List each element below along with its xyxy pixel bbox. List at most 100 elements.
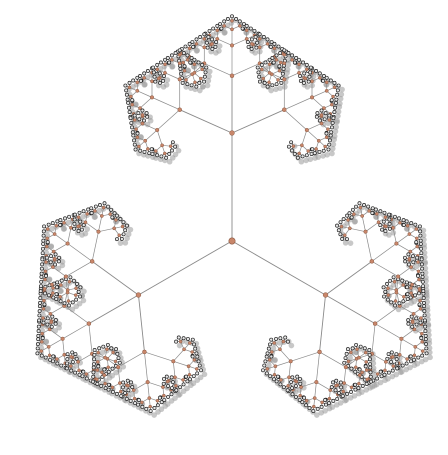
branch-node	[44, 260, 48, 264]
leaf-node	[106, 204, 110, 209]
branch-node	[329, 102, 334, 107]
leaf-node	[190, 337, 195, 342]
tree-edge	[88, 294, 139, 325]
leaf-node	[362, 346, 367, 351]
tree-edge	[144, 351, 148, 383]
leaf-node	[50, 314, 55, 319]
leaf-node	[185, 82, 190, 87]
leaf-node	[155, 153, 160, 158]
leaf-node	[58, 299, 63, 304]
leaf-node	[106, 387, 111, 392]
leaf-node	[337, 391, 341, 395]
branch-node	[346, 218, 350, 222]
branch-node	[277, 68, 282, 73]
leaf-node	[38, 284, 43, 289]
leaf-node	[419, 257, 424, 262]
leaf-node	[409, 314, 414, 319]
branch-node	[331, 94, 335, 99]
branch-node	[297, 70, 301, 75]
leaf-node	[191, 374, 196, 379]
leaf-shadow	[57, 288, 64, 295]
branch-node	[117, 233, 121, 237]
leaf-node	[161, 78, 166, 83]
leaf-node	[138, 148, 143, 153]
tree-edge	[52, 266, 67, 277]
leaf-node	[420, 353, 425, 358]
tree-edge	[164, 72, 180, 80]
leaf-node	[350, 207, 355, 212]
leaf-shadow	[329, 145, 336, 152]
leaf-node	[266, 346, 271, 351]
leaf-node	[254, 45, 259, 50]
branch-node	[192, 70, 197, 75]
branch-node	[193, 80, 197, 85]
leaf-node	[308, 70, 313, 75]
leaf-node	[49, 324, 54, 329]
leaf-node	[68, 275, 73, 280]
branch-node	[76, 224, 80, 229]
branch-node	[324, 88, 329, 93]
leaf-node	[195, 371, 200, 376]
leaf-node	[140, 108, 145, 113]
leaf-node	[335, 88, 340, 93]
leaf-node	[35, 342, 40, 347]
leaf-node	[283, 335, 288, 340]
leaf-shadow	[333, 124, 339, 130]
leaf-node	[406, 252, 411, 257]
leaf-node	[136, 398, 141, 402]
leaf-node	[331, 380, 335, 385]
branch-node	[327, 118, 332, 122]
branch-node	[229, 43, 235, 48]
leaf-node	[45, 240, 50, 245]
leaf-node	[270, 56, 275, 60]
branch-node	[192, 62, 197, 67]
branch-node	[146, 147, 150, 151]
leaf-node	[404, 219, 409, 224]
leaf-node	[416, 355, 421, 360]
leaf-node	[422, 309, 427, 314]
branch-node	[63, 274, 68, 279]
branch-node	[394, 290, 399, 295]
leaf-shadow	[158, 406, 165, 413]
branch-node	[181, 60, 186, 65]
branch-node	[409, 286, 413, 290]
leaf-node	[130, 125, 134, 130]
leaf-node	[333, 100, 338, 105]
tree-edge	[64, 305, 90, 324]
leaf-node	[54, 285, 59, 290]
leaf-node	[169, 375, 174, 380]
leaf-node	[124, 88, 129, 93]
leaf-node	[390, 368, 395, 373]
leaf-node	[349, 366, 354, 371]
leaf-node	[317, 149, 322, 154]
leaf-node	[126, 388, 131, 393]
leaf-node	[333, 388, 338, 393]
leaf-node	[324, 131, 329, 136]
branch-node	[156, 76, 161, 81]
leaf-node	[202, 32, 207, 37]
branch-node	[42, 298, 46, 303]
leaf-node	[182, 64, 187, 69]
leaf-node	[323, 111, 328, 116]
leaf-node	[389, 300, 394, 305]
tree-edge	[288, 361, 292, 378]
leaf-node	[151, 65, 156, 70]
tree-edge	[231, 38, 247, 46]
leaf-node	[204, 40, 209, 45]
tree-edge	[77, 353, 93, 363]
leaf-node	[375, 376, 380, 381]
branch-node	[173, 375, 177, 380]
tree-edge	[91, 231, 99, 262]
branch-node	[43, 269, 48, 274]
leaf-node	[350, 346, 355, 351]
leaf-node	[326, 401, 331, 406]
branch-node	[192, 358, 197, 362]
leaf-shadow	[414, 263, 420, 270]
leaf-node	[327, 113, 332, 118]
leaf-shadow	[266, 362, 272, 369]
leaf-node	[183, 44, 188, 49]
leaf-node	[416, 291, 421, 296]
leaf-node	[357, 367, 362, 372]
leaf-node	[185, 53, 190, 58]
leaf-shadow	[124, 235, 130, 242]
